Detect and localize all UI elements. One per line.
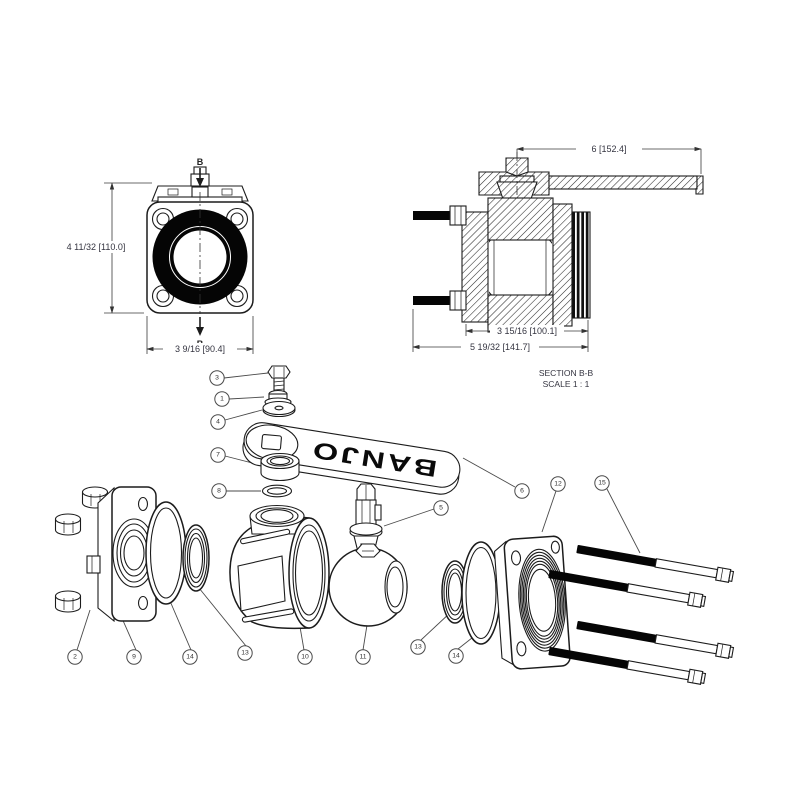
svg-text:8: 8 [217,488,221,495]
front-view: B B 4 11/32 [110.0] 3 9/16 [90.4] [56,157,254,355]
part-ball [328,543,408,627]
balloon-part-1: 1 [214,391,230,407]
dim-width: 3 9/16 [90.4] [146,316,254,355]
svg-text:10: 10 [301,654,309,661]
balloon-part-12: 12 [550,476,566,492]
svg-text:11: 11 [359,654,366,661]
dim-overall: 5 19/32 [141.7] [412,309,589,353]
svg-text:14: 14 [452,653,460,660]
svg-text:14: 14 [186,654,194,661]
balloon-part-13: 13 [237,645,253,661]
balloon-part-14: 14 [182,649,198,665]
dim-inner-label: 3 15/16 [100.1] [497,326,557,336]
part-handle-washer [262,400,296,418]
section-label-top: B [197,157,204,167]
svg-text:15: 15 [598,480,606,487]
studs-section [413,205,467,311]
balloon-part-11: 11 [355,649,371,665]
dim-height-label: 4 11/32 [110.0] [67,242,126,252]
balloon-part-9: 9 [126,649,142,665]
balloon-part-8: 8 [211,483,227,499]
balloon-part-13b: 13 [410,639,426,655]
svg-text:7: 7 [216,452,220,459]
part-stem [349,483,383,553]
part-bolts [548,545,735,685]
balloon-part-2: 2 [67,649,83,665]
svg-text:1: 1 [220,396,224,403]
exploded-view: BANJO [54,365,735,685]
svg-text:6: 6 [520,488,524,495]
balloon-part-10: 10 [297,649,313,665]
svg-text:4: 4 [216,419,220,426]
balloon-part-14b: 14 [448,648,464,664]
part-gasket-left [145,501,187,605]
svg-text:2: 2 [73,654,77,661]
svg-text:13: 13 [414,644,422,651]
section-view: 6 [152.4] [412,143,704,389]
part-gasket-right [461,541,501,645]
dim-height: 4 11/32 [110.0] [56,182,152,314]
part-flange-left [86,486,157,623]
balloon-part-7: 7 [210,447,226,463]
dim-overall-label: 5 19/32 [141.7] [470,342,530,352]
part-seat-left [182,524,210,592]
svg-text:5: 5 [439,505,443,512]
svg-text:9: 9 [132,654,136,661]
section-scale: SCALE 1 : 1 [543,379,590,389]
balloon-part-4: 4 [210,414,226,430]
part-handle-lever: BANJO [242,422,461,495]
part-body [229,504,330,630]
part-seat-right [441,560,469,624]
balloon-part-5: 5 [433,500,449,516]
svg-text:13: 13 [241,650,249,657]
balloon-part-3: 3 [209,370,225,386]
part-flange-nuts [54,486,109,613]
body-section [461,197,591,333]
part-stem-bushing [260,452,300,482]
balloon-part-15: 15 [594,475,610,491]
dim-handle: 6 [152.4] [516,143,702,174]
flange-corner-bolts [151,207,249,308]
dim-handle-label: 6 [152.4] [591,144,626,154]
section-caption: SECTION B-B [539,368,594,378]
balloon-callouts: 3 1 4 7 8 5 6 12 15 2 9 14 13 10 11 13 1… [67,370,610,665]
svg-text:12: 12 [554,481,562,488]
part-stem-oring [261,484,293,498]
part-handle-bolt [267,365,291,395]
svg-text:3: 3 [215,375,219,382]
balloon-part-6: 6 [514,483,530,499]
dim-width-label: 3 9/16 [90.4] [175,344,225,354]
